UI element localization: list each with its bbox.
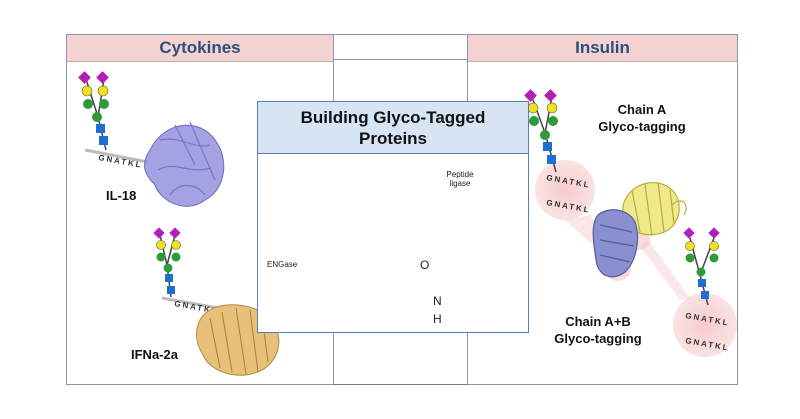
chain-ab-label: Chain A+B Glyco-tagging xyxy=(554,314,642,346)
chain-ab-glycan xyxy=(683,227,720,306)
glcnac-icon xyxy=(698,279,706,287)
il18-peptide-tag xyxy=(84,148,149,164)
sialic-acid-icon xyxy=(96,71,109,84)
h-atom-label: H xyxy=(433,312,442,326)
ifna-glycan xyxy=(153,227,181,298)
sialic-acid-icon xyxy=(524,89,537,102)
mannose-icon xyxy=(92,112,102,122)
mannose-icon xyxy=(696,267,706,277)
chain-ab-halo xyxy=(673,293,737,357)
mannose-icon xyxy=(83,99,93,109)
mannose-icon xyxy=(99,99,109,109)
building-box: Building Glyco-Tagged Proteins xyxy=(257,101,529,333)
mannose-icon xyxy=(529,116,539,126)
glcnac-icon xyxy=(543,142,552,151)
sialic-acid-icon xyxy=(683,227,695,239)
galactose-icon xyxy=(171,240,181,250)
mannose-icon xyxy=(171,252,181,262)
mannose-icon xyxy=(709,253,719,263)
glcnac-icon xyxy=(547,155,556,164)
galactose-icon xyxy=(156,240,166,250)
glcnac-icon xyxy=(701,291,709,299)
glcnac-icon xyxy=(96,124,105,133)
sialic-acid-icon xyxy=(153,227,165,239)
glcnac-icon xyxy=(99,136,108,145)
glcnac-icon xyxy=(165,274,173,282)
sialic-acid-icon xyxy=(708,227,720,239)
sialic-acid-icon xyxy=(544,89,557,102)
insulin-header: Insulin xyxy=(468,35,737,62)
cytokines-header: Cytokines xyxy=(67,35,333,62)
chain-a-halo xyxy=(535,160,595,220)
middle-gap xyxy=(334,34,467,60)
n-atom-label: N xyxy=(433,294,442,308)
galactose-icon xyxy=(81,85,93,97)
chain-a-label: Chain A Glyco-tagging xyxy=(598,102,686,134)
sialic-acid-icon xyxy=(78,71,91,84)
il18-protein xyxy=(143,121,225,207)
ifna-label: IFNa-2a xyxy=(131,347,178,362)
mannose-icon xyxy=(548,116,558,126)
mannose-icon xyxy=(540,130,550,140)
o-atom-label: O xyxy=(420,258,430,272)
mannose-icon xyxy=(163,263,173,273)
mannose-icon xyxy=(156,252,166,262)
center-title: Building Glyco-Tagged Proteins xyxy=(258,102,528,154)
galactose-icon xyxy=(709,241,719,251)
galactose-icon xyxy=(685,241,695,251)
insulin-chain-a xyxy=(622,181,687,237)
insulin-chain-b xyxy=(592,209,639,278)
il18-label: IL-18 xyxy=(106,188,137,203)
chain-a-glycan xyxy=(524,89,558,173)
galactose-icon xyxy=(97,85,109,97)
galactose-icon xyxy=(527,102,539,114)
mannose-icon xyxy=(685,253,695,263)
galactose-icon xyxy=(546,102,558,114)
engase-label: ENGase xyxy=(267,260,298,269)
sialic-acid-icon xyxy=(169,227,181,239)
ligase-label: Peptide ligase xyxy=(446,170,474,188)
glcnac-icon xyxy=(167,286,175,294)
il18-glycan xyxy=(78,71,109,151)
